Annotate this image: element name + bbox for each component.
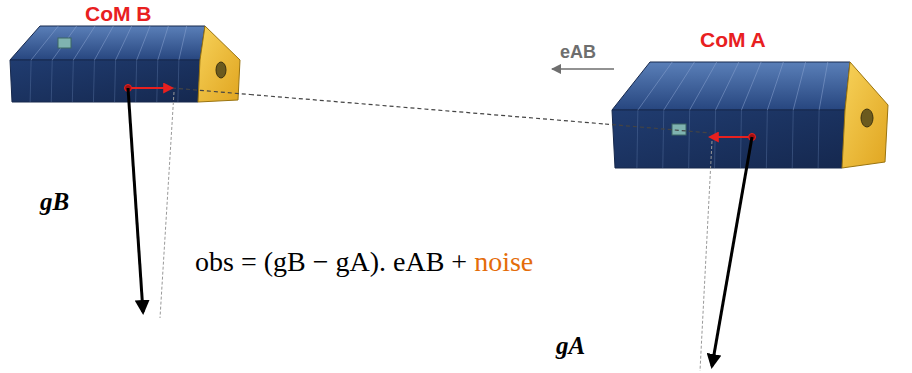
panel-line	[766, 110, 767, 168]
panel-line	[115, 60, 116, 102]
panel-line	[715, 110, 716, 168]
line-of-sight	[250, 95, 605, 125]
direction-arrow	[552, 68, 614, 70]
panel-line	[690, 62, 717, 110]
panel-line	[741, 62, 761, 110]
vector-label: gB	[40, 188, 69, 217]
panel-line	[31, 26, 58, 60]
satellite-end	[198, 26, 240, 102]
panel-line	[716, 62, 739, 110]
gravity-vector	[712, 137, 752, 366]
panel-line	[818, 110, 819, 168]
satellite: CoM A	[605, 28, 890, 178]
satellite-end	[842, 62, 888, 168]
panel-line	[740, 110, 741, 168]
solar-panel-front	[10, 60, 200, 102]
com-label: CoM A	[700, 28, 766, 51]
panel-line	[52, 26, 76, 60]
panel-line	[793, 62, 805, 110]
panel-line	[689, 110, 690, 168]
panel-line	[72, 60, 73, 102]
panel-line	[767, 62, 783, 110]
equation-text: obs = (gB − gA). eAB +	[195, 246, 467, 277]
com-offset-arrow	[710, 136, 752, 138]
panel-line	[137, 26, 150, 60]
panel-line	[94, 26, 113, 60]
panel-line	[819, 62, 828, 110]
panel-line	[30, 60, 31, 102]
panel-line	[664, 62, 695, 110]
projection-line	[700, 141, 712, 371]
antenna-port	[861, 109, 873, 127]
projection-line	[160, 92, 174, 318]
satellite: CoM B	[5, 2, 250, 107]
com-offset-arrow	[128, 87, 172, 89]
panel-line	[792, 110, 793, 168]
panel-line	[179, 26, 187, 60]
sensor-window	[672, 124, 686, 135]
noise-term: noise	[474, 246, 533, 277]
panel-line	[158, 26, 169, 60]
panel-line	[51, 60, 52, 102]
panel-line	[116, 26, 132, 60]
panel-line	[178, 60, 179, 102]
panel-line	[638, 62, 672, 110]
equation: obs = (gB − gA). eAB +noise	[195, 246, 533, 278]
solar-panel-front	[612, 110, 845, 168]
sensor-window	[58, 38, 71, 48]
line-of-sight	[605, 124, 710, 133]
vector-label: gA	[556, 332, 585, 361]
antenna-port	[216, 62, 226, 78]
panel-line	[136, 60, 137, 102]
panel-line	[663, 110, 664, 168]
panel-line	[93, 60, 94, 102]
gravity-vector	[128, 88, 143, 312]
vector-label: eAB	[558, 42, 598, 63]
panel-line	[73, 26, 95, 60]
panel-line	[637, 110, 638, 168]
com-label: CoM B	[85, 2, 152, 25]
panel-line	[157, 60, 158, 102]
solar-panel-top	[612, 62, 850, 110]
line-of-sight	[172, 88, 250, 95]
solar-panel-top	[10, 26, 205, 60]
